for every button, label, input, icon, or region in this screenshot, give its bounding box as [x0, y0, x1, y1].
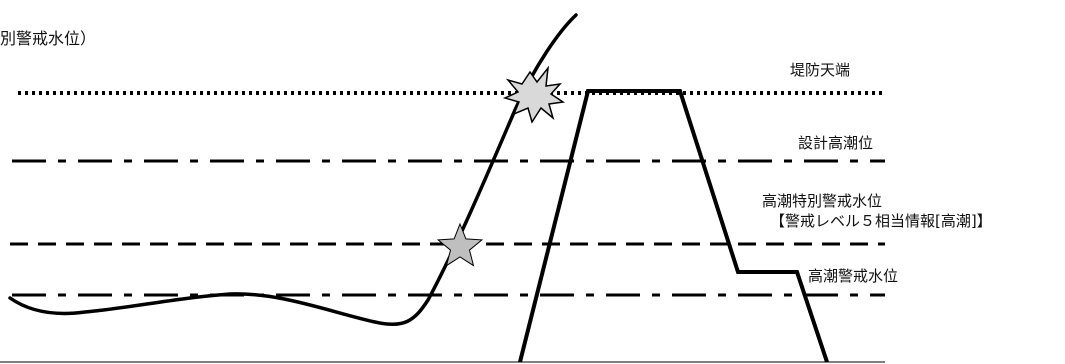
special-warning-label: 高潮特別警戒水位	[762, 192, 883, 210]
overtopping-burst-marker	[502, 65, 566, 124]
embankment	[518, 89, 829, 363]
crest-label: 堤防天端	[790, 61, 851, 79]
warning-label: 高潮警戒水位	[808, 267, 899, 285]
design-high-tide-label: 設計高潮位	[798, 134, 874, 152]
water-level-curve	[8, 13, 578, 327]
header-fragment: 別警戒水位）	[0, 29, 97, 48]
special-warning-level-label: 【警戒レベル５相当情報[高潮]】	[770, 212, 992, 230]
star-marker	[436, 222, 484, 267]
